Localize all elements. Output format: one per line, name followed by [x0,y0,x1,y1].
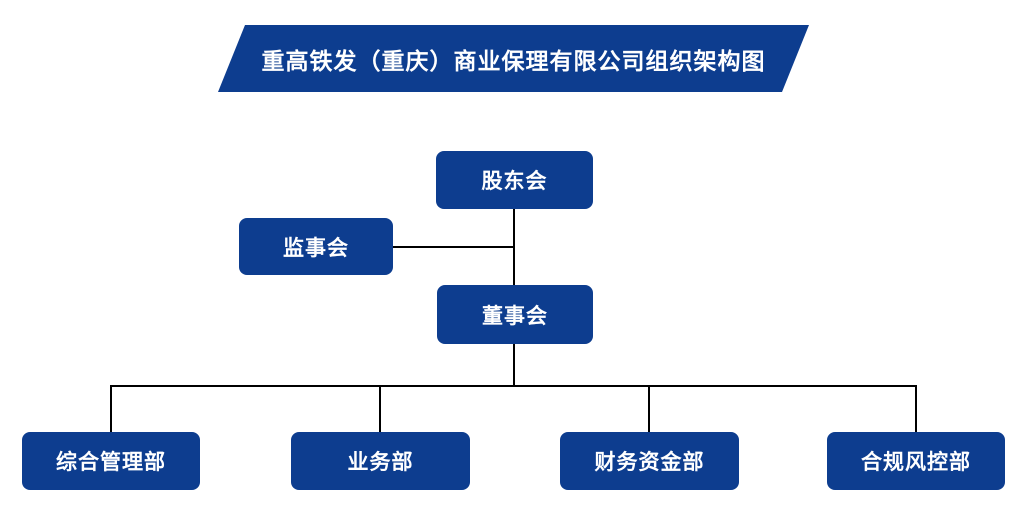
node-general-management-dept: 综合管理部 [22,432,200,490]
node-business-dept: 业务部 [291,432,470,490]
connector-drop-general [110,385,112,432]
connector-drop-finance [648,385,650,432]
node-supervisory-board: 监事会 [239,218,393,275]
node-shareholders-meeting: 股东会 [436,151,593,209]
node-board-of-directors: 董事会 [437,285,593,344]
org-chart-title: 重高铁发（重庆）商业保理有限公司组织架构图 [261,47,766,74]
node-compliance-risk-control-dept: 合规风控部 [827,432,1005,490]
connector-drop-business [379,385,381,432]
node-finance-treasury-dept: 财务资金部 [560,432,739,490]
title-banner: 重高铁发（重庆）商业保理有限公司组织架构图 [218,25,809,92]
connector-drop-compliance [915,385,917,432]
connector-board-to-bus [513,344,515,387]
connector-supervisory-branch [393,246,514,248]
connector-shareholders-to-board [513,209,515,286]
connector-departments-bus [110,385,917,387]
